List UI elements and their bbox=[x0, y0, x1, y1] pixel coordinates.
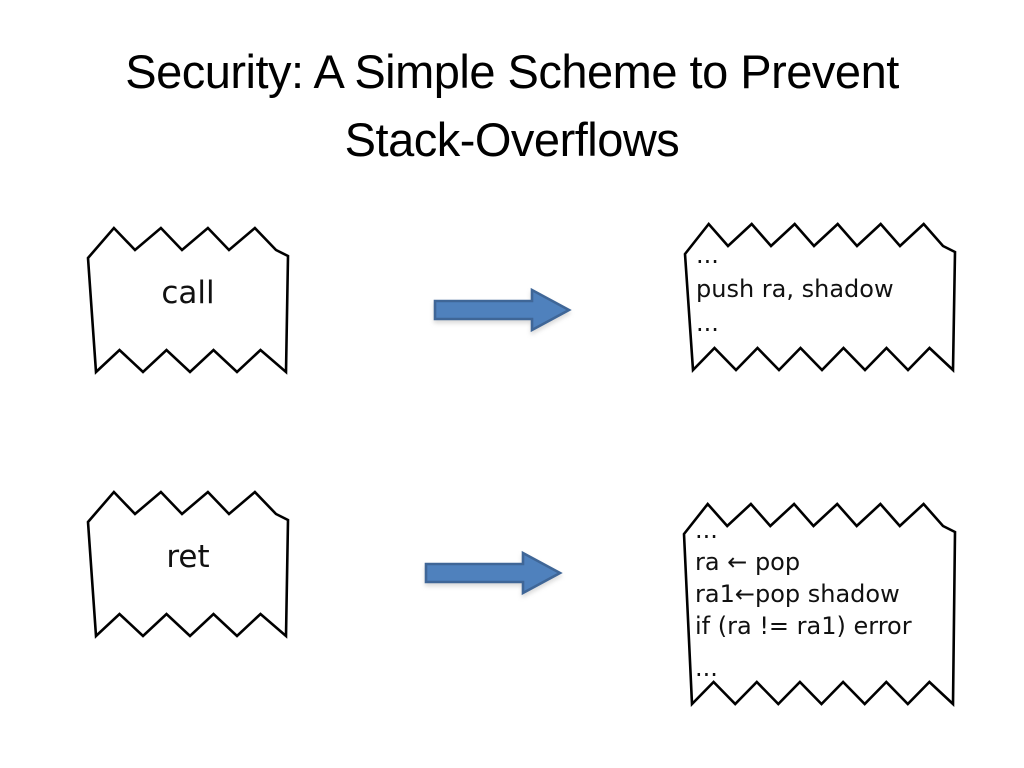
torn-paper-shape bbox=[683, 221, 957, 373]
torn-paper-shape bbox=[86, 226, 290, 375]
ret-expansion-box: ... ra ← pop ra1←pop shadow if (ra != ra… bbox=[681, 500, 958, 708]
ret-box-label: ret bbox=[166, 539, 210, 575]
code-line: ra1←pop shadow bbox=[695, 580, 900, 608]
code-line: ... bbox=[695, 516, 718, 544]
right-arrow-icon bbox=[433, 286, 573, 334]
code-line: ra ← pop bbox=[695, 548, 801, 576]
slide-title-line1: Security: A Simple Scheme to Prevent bbox=[125, 45, 899, 98]
ret-expansion-code: ... ra ← pop ra1←pop shadow if (ra != ra… bbox=[695, 500, 952, 708]
ret-box: ret bbox=[85, 488, 291, 640]
torn-paper-shape bbox=[682, 501, 957, 708]
right-arrow-icon bbox=[424, 549, 564, 597]
call-box-label: call bbox=[161, 275, 215, 311]
torn-paper-shape bbox=[86, 490, 290, 639]
call-box: call bbox=[85, 224, 291, 376]
code-line: ... bbox=[696, 241, 719, 269]
call-expansion-box: ... push ra, shadow ... bbox=[682, 220, 958, 374]
call-expansion-code: ... push ra, shadow ... bbox=[696, 220, 952, 374]
code-line: ... bbox=[695, 654, 718, 682]
slide-title-line2: Stack-Overflows bbox=[344, 113, 680, 167]
slide-title: Security: A Simple Scheme to Prevent Sta… bbox=[0, 0, 1024, 174]
code-line: ... bbox=[696, 309, 719, 337]
code-line: if (ra != ra1) error bbox=[695, 612, 912, 640]
code-line: push ra, shadow bbox=[696, 275, 894, 303]
